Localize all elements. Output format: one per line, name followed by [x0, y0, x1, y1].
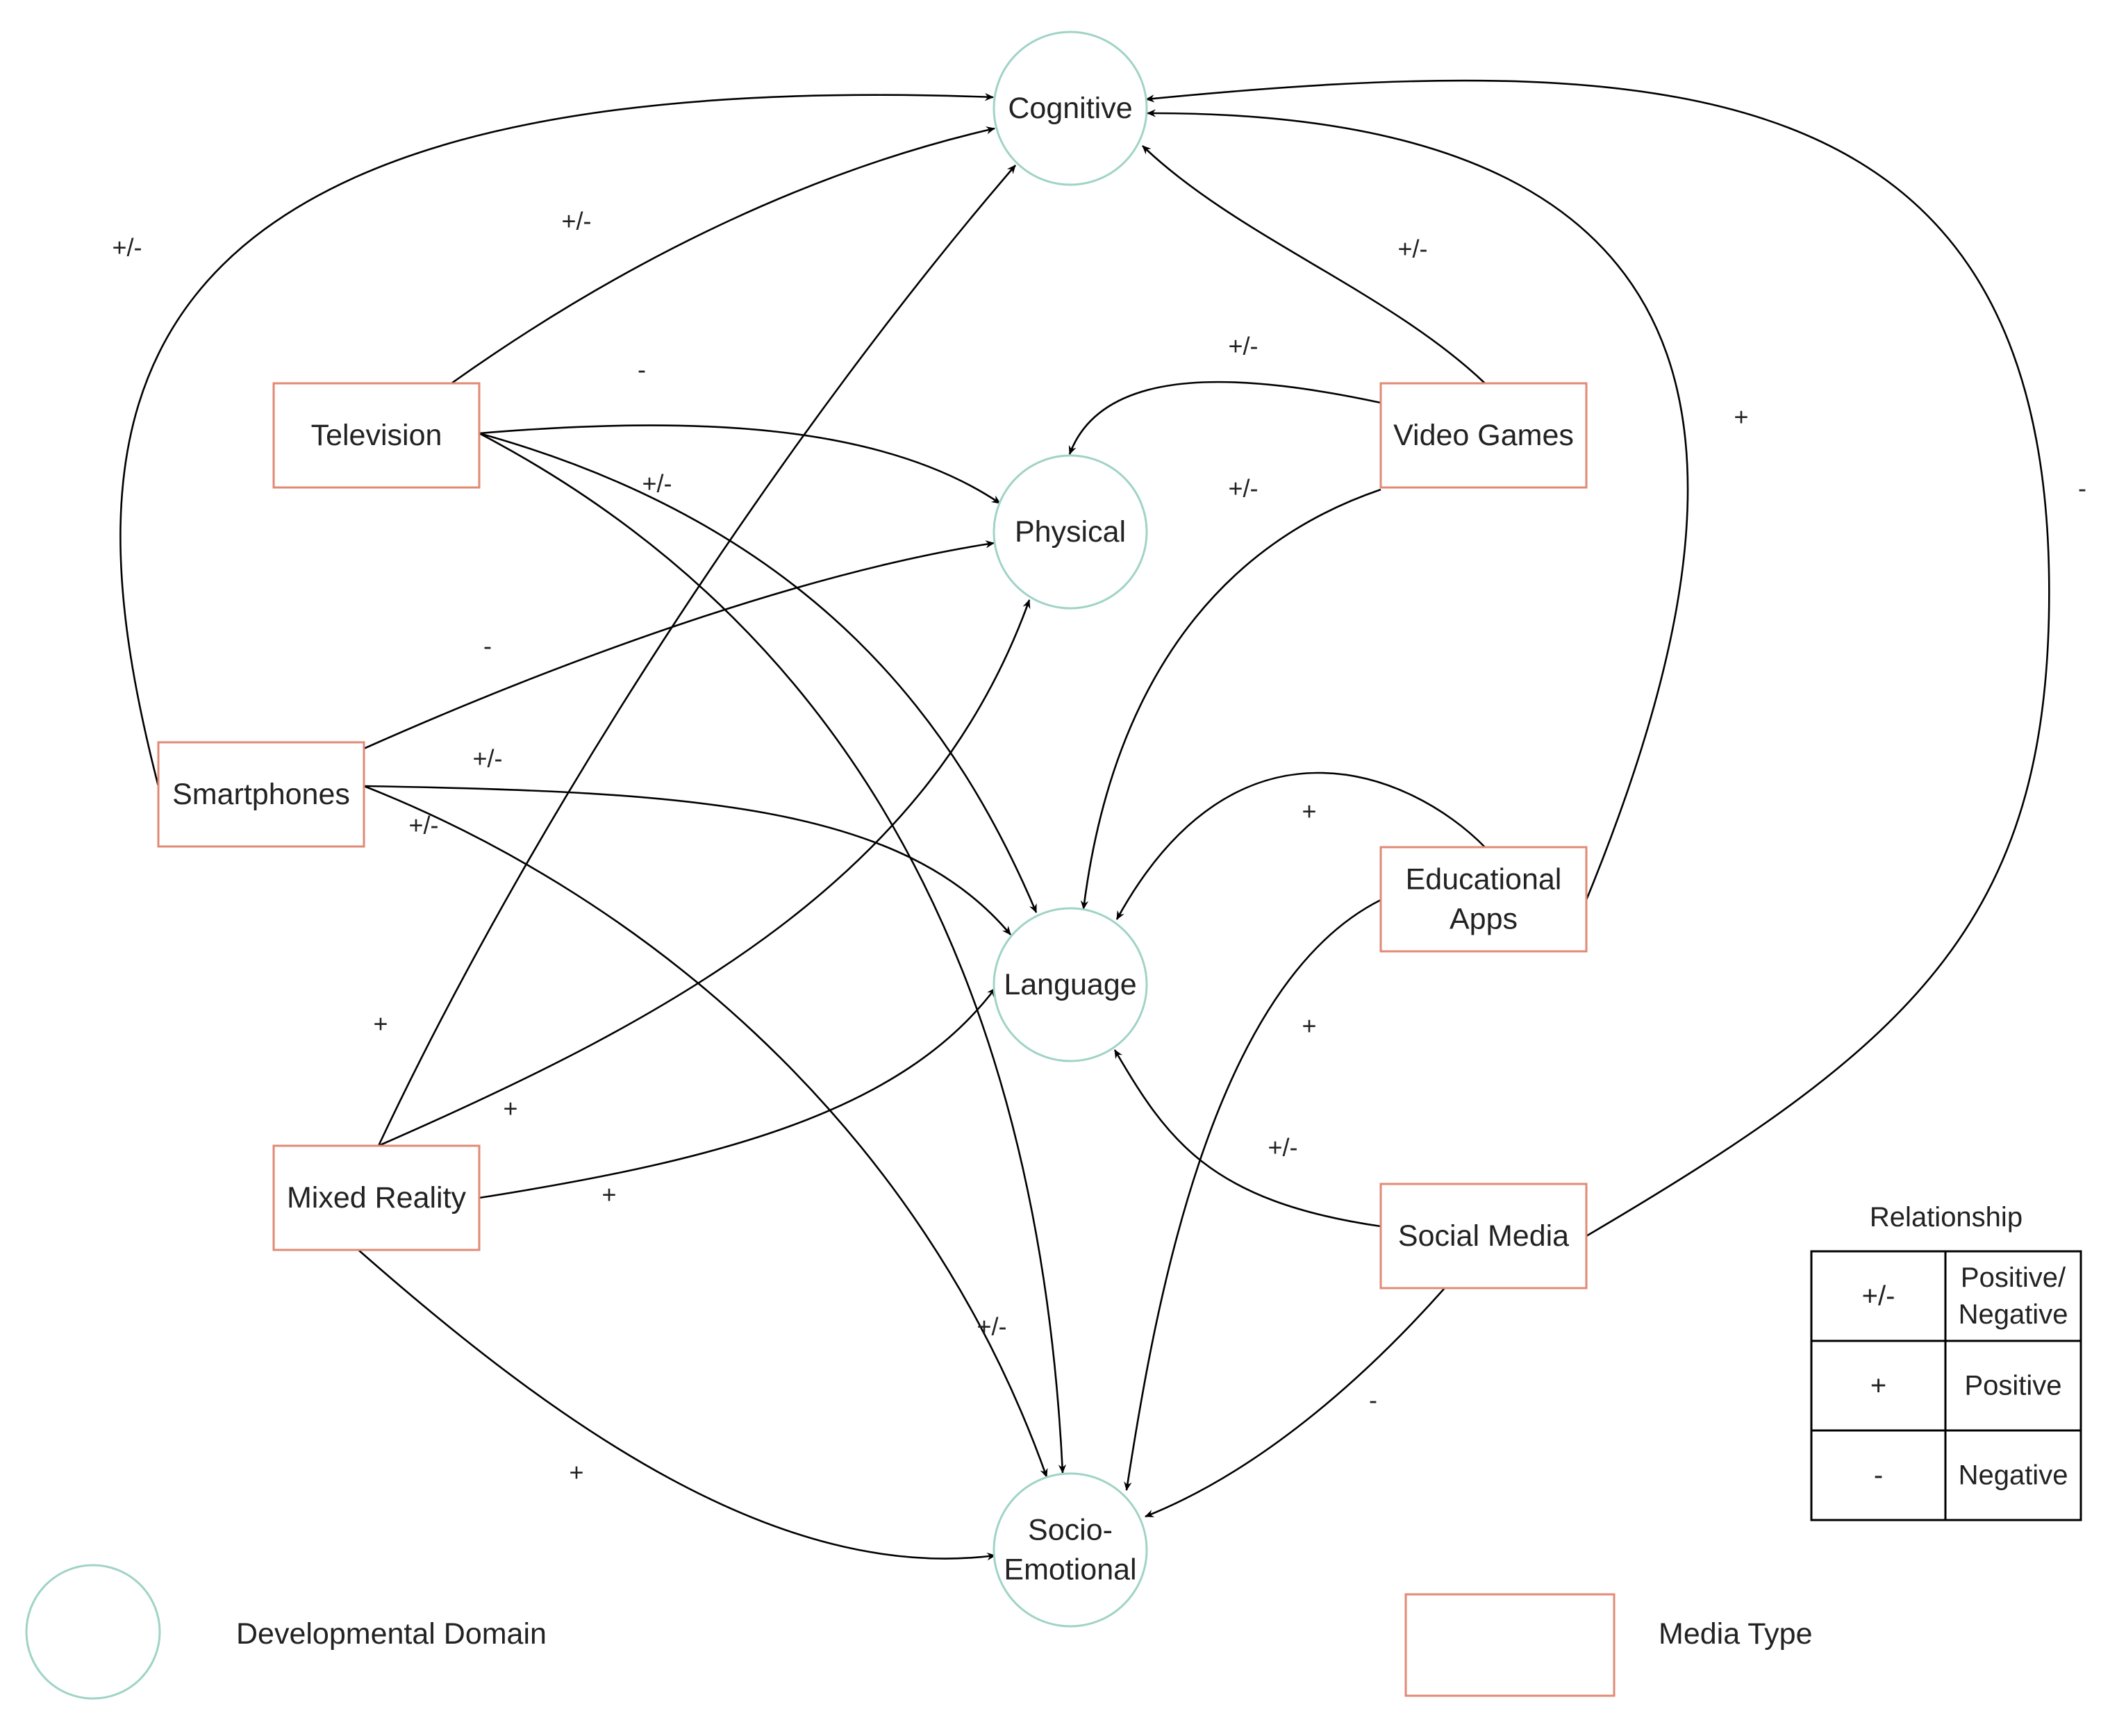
edge-video-games-to-cognitive [1142, 145, 1486, 384]
edge-smartphones-to-socio-emotional [363, 785, 1048, 1478]
edge-label-social-media-to-socio-emotional: - [1369, 1386, 1377, 1414]
domain-circle [993, 454, 1148, 610]
media-label: Television [311, 419, 442, 452]
legend-row: - Negative [1810, 1429, 2082, 1521]
domain-node-socio-emotional: Socio- Emotional [993, 1472, 1148, 1628]
edges-layer [119, 79, 2050, 1561]
domain-label: Emotional [1004, 1553, 1136, 1586]
legend-symbol: +/- [1862, 1281, 1895, 1312]
edge-label-smartphones-to-cognitive: +/- [112, 233, 142, 262]
edge-mixed-reality-to-physical [378, 599, 1031, 1147]
edge-educational-apps-to-cognitive [1146, 109, 1689, 901]
media-box [272, 382, 481, 489]
domain-circle [993, 1472, 1148, 1628]
domain-label: Socio- [1028, 1514, 1113, 1547]
edge-smartphones-to-cognitive [119, 92, 995, 792]
legend-meaning-cell [1944, 1339, 2082, 1432]
edge-label-video-games-to-cognitive: +/- [1397, 235, 1427, 263]
domain-node-cognitive: Cognitive [993, 31, 1148, 186]
legend-symbol: - [1874, 1460, 1883, 1491]
legend-meaning-cell [1944, 1250, 2082, 1342]
edge-label-video-games-to-language: +/- [1228, 474, 1258, 503]
edge-video-games-to-physical [1068, 381, 1381, 455]
media-label: Video Games [1393, 419, 1574, 452]
edge-label-television-to-language: +/- [642, 469, 672, 498]
legend-media-label: Media Type [1659, 1617, 1813, 1651]
edge-label-smartphones-to-socio-emotional: +/- [408, 811, 438, 840]
media-node-video-games: Video Games [1379, 382, 1588, 489]
edge-label-television-to-socio-emotional: +/- [977, 1312, 1006, 1341]
edge-mixed-reality-to-socio-emotional [358, 1249, 997, 1561]
media-node-television: Television [272, 382, 481, 489]
legend: Relationship +/- Positive/Negative + Positiv… [25, 1202, 2082, 1700]
domain-node-language: Language [993, 907, 1148, 1062]
edge-television-to-cognitive [451, 126, 996, 385]
media-label: Apps [1450, 902, 1518, 935]
edge-social-media-to-socio-emotional [1145, 1287, 1445, 1518]
edge-mixed-reality-to-language [479, 987, 997, 1199]
edge-label-educational-apps-to-language: + [1302, 797, 1316, 826]
legend-meaning: Negative [1959, 1460, 2068, 1491]
edge-educational-apps-to-language [1115, 771, 1486, 920]
edge-label-video-games-to-physical: +/- [1228, 332, 1258, 360]
media-node-mixed-reality: Mixed Reality [272, 1144, 481, 1251]
edge-label-mixed-reality-to-socio-emotional: + [569, 1458, 583, 1487]
legend-meaning: Negative [1959, 1299, 2068, 1330]
legend-row: +/- Positive/Negative [1810, 1250, 2082, 1342]
edge-educational-apps-to-socio-emotional [1124, 899, 1381, 1492]
media-label: Social Media [1398, 1219, 1569, 1253]
domain-circle [993, 907, 1148, 1062]
edge-television-to-physical [479, 424, 1001, 505]
media-label: Educational [1406, 863, 1562, 896]
domain-node-physical: Physical [993, 454, 1148, 610]
edge-social-media-to-language [1113, 1049, 1381, 1228]
legend-domain-swatch [25, 1564, 161, 1700]
legend-meaning: Positive [1964, 1371, 2061, 1401]
media-box [1379, 846, 1588, 953]
media-box [1379, 1183, 1588, 1290]
edge-television-to-socio-emotional [479, 432, 1067, 1474]
edge-label-social-media-to-cognitive: - [2078, 474, 2086, 503]
media-box [272, 1144, 481, 1251]
edge-label-mixed-reality-to-physical: + [503, 1094, 517, 1123]
legend-meaning-cell [1944, 1429, 2082, 1521]
legend-domain-label: Developmental Domain [236, 1617, 547, 1651]
edge-label-smartphones-to-language: +/- [472, 744, 502, 773]
edge-social-media-to-cognitive [1145, 79, 2050, 1237]
media-node-social-media: Social Media [1379, 1183, 1588, 1290]
media-node-smartphones: Smartphones [157, 741, 365, 848]
legend-meaning: Positive/ [1961, 1262, 2066, 1293]
legend-symbol: + [1870, 1371, 1886, 1401]
edge-label-smartphones-to-physical: - [483, 632, 492, 660]
edge-label-social-media-to-language: +/- [1268, 1133, 1297, 1162]
edge-label-mixed-reality-to-cognitive: + [373, 1010, 388, 1038]
edge-labels-layer: +/-+/-++/-+---++/-+/-+/-++/-++/-+/-+/-++… [112, 207, 2086, 1487]
media-box [157, 741, 365, 848]
edge-label-television-to-cognitive: +/- [561, 207, 591, 235]
domain-label: Language [1004, 968, 1136, 1001]
edge-mixed-reality-to-cognitive [377, 165, 1016, 1146]
domain-label: Physical [1015, 515, 1126, 549]
legend-row: + Positive [1810, 1339, 2082, 1432]
edge-television-to-language [479, 432, 1038, 913]
edge-label-educational-apps-to-cognitive: + [1734, 403, 1748, 431]
legend-media-swatch [1404, 1593, 1616, 1697]
media-label: Mixed Reality [287, 1181, 467, 1215]
domain-circle [993, 31, 1148, 186]
edge-video-games-to-language [1080, 488, 1381, 910]
media-box [1379, 382, 1588, 489]
domain-label: Cognitive [1008, 92, 1132, 125]
edge-label-educational-apps-to-socio-emotional: + [1302, 1012, 1316, 1040]
edge-smartphones-to-physical [363, 540, 995, 750]
media-label: Smartphones [172, 778, 350, 811]
legend-symbol-cell [1810, 1250, 1947, 1342]
legend-symbol-cell [1810, 1429, 1947, 1521]
edge-label-mixed-reality-to-language: + [601, 1180, 616, 1209]
legend-title: Relationship [1870, 1202, 2023, 1233]
edge-label-television-to-physical: - [638, 356, 646, 384]
edge-smartphones-to-language [363, 785, 1011, 935]
